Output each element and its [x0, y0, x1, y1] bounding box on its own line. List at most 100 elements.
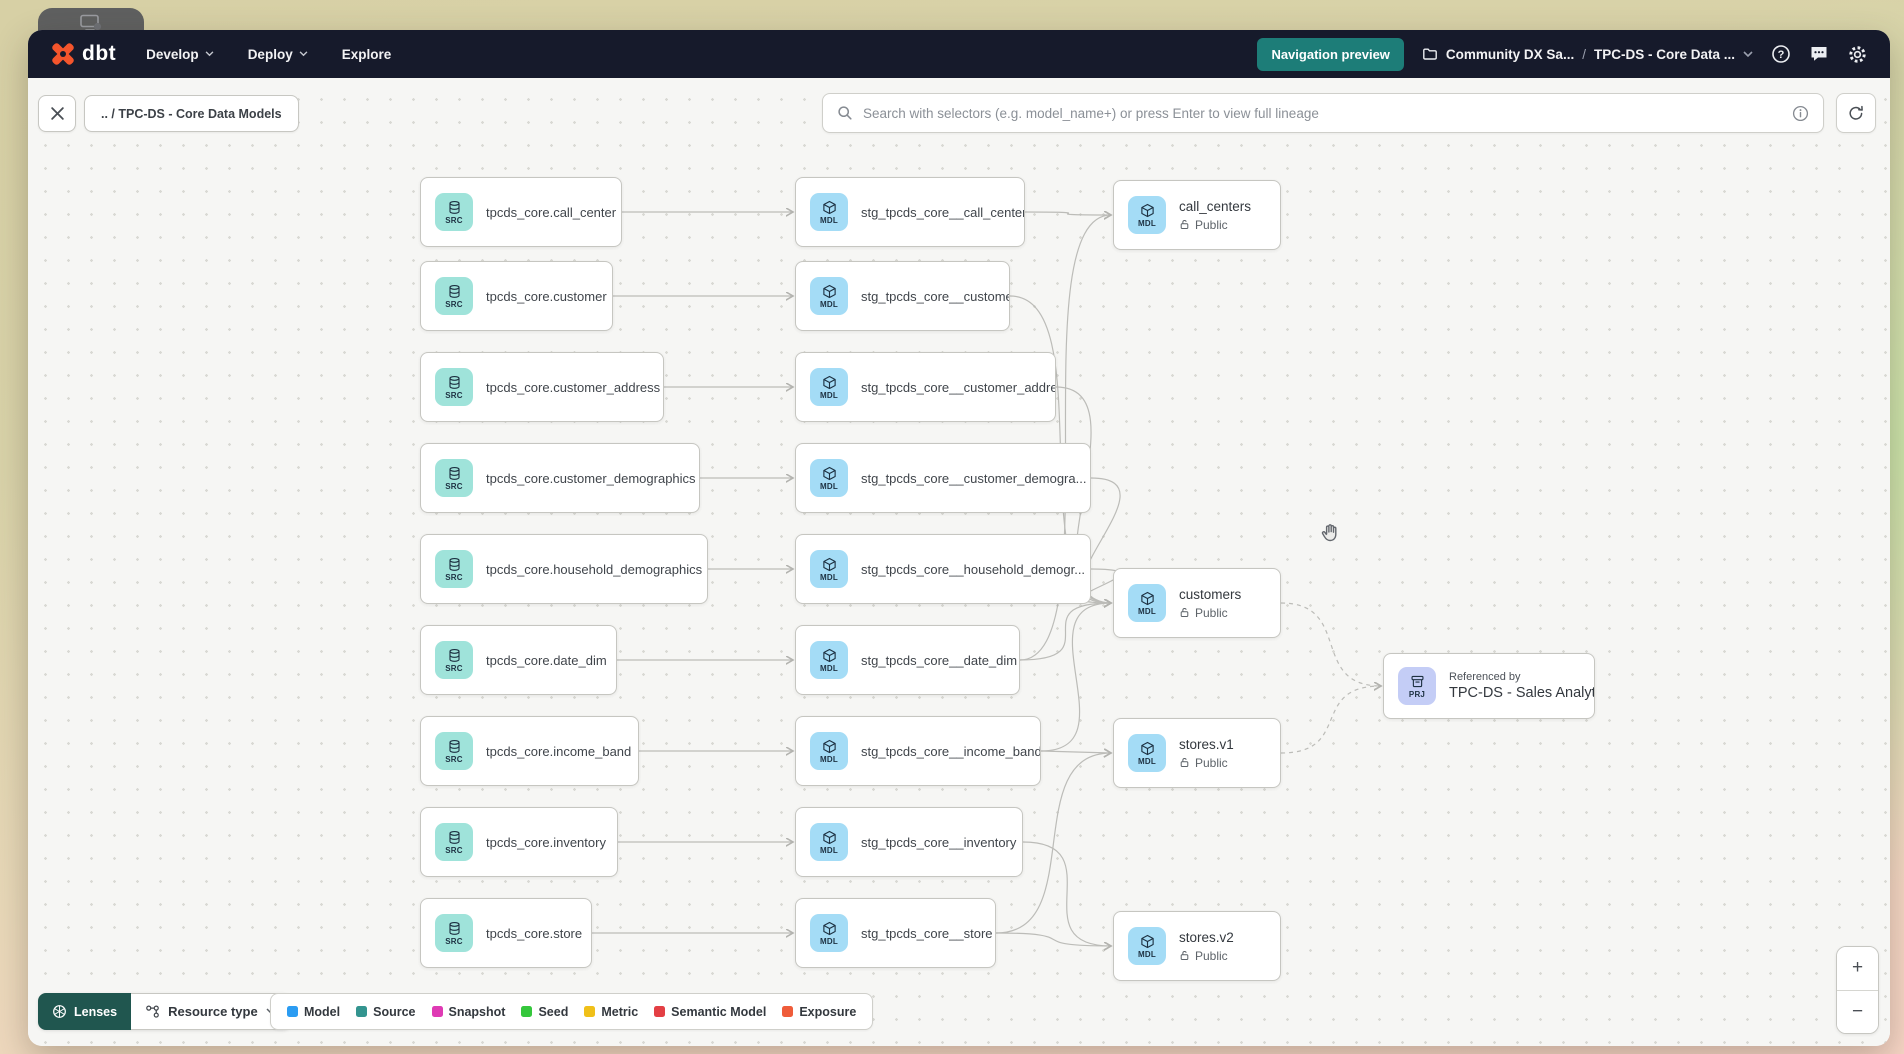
- node-type-label: MDL: [1138, 949, 1156, 959]
- public-lock-icon: [1180, 607, 1189, 618]
- node-label: stg_tpcds_core__customer_address: [861, 379, 1056, 395]
- graph-node-src_call_center[interactable]: SRC tpcds_core.call_center: [420, 177, 622, 247]
- resource-type-dropdown[interactable]: Resource type: [131, 993, 291, 1030]
- node-label: tpcds_core.call_center: [486, 204, 617, 220]
- menu-item-label: Deploy: [247, 46, 293, 62]
- cube-icon: [822, 557, 836, 571]
- info-icon[interactable]: [1792, 105, 1809, 122]
- resource-type-icon: [146, 1005, 159, 1018]
- node-type-label: MDL: [1138, 756, 1156, 766]
- legend-label: Snapshot: [448, 1004, 506, 1019]
- lineage-breadcrumb[interactable]: .. / TPC-DS - Core Data Models: [84, 95, 299, 132]
- public-lock-icon: [1180, 219, 1189, 230]
- node-label: stores.v2: [1179, 929, 1234, 945]
- node-type-badge: SRC: [435, 823, 473, 861]
- breadcrumb-project[interactable]: TPC-DS - Core Data ...: [1593, 46, 1735, 62]
- database-icon: [448, 739, 460, 753]
- menu-item-develop[interactable]: Develop: [146, 47, 214, 62]
- cube-icon: [822, 200, 836, 214]
- node-type-badge: MDL: [810, 732, 848, 770]
- legend-item-model: Model: [287, 1005, 340, 1019]
- public-lock-icon: [1180, 757, 1189, 768]
- legend-swatch: [287, 1006, 298, 1017]
- menu-item-explore[interactable]: Explore: [342, 47, 392, 62]
- close-icon: [50, 107, 64, 120]
- graph-node-stg_customer_demographics[interactable]: MDL stg_tpcds_core__customer_demogra...: [795, 443, 1091, 513]
- lenses-button[interactable]: Lenses: [38, 993, 132, 1030]
- edge-mart_customers-to-prj_sales_analytics: [1280, 602, 1381, 686]
- node-type-badge: MDL: [810, 459, 848, 497]
- navbar-right: Navigation preview Community DX Sa... / …: [1257, 37, 1868, 71]
- node-type-label: MDL: [820, 936, 838, 946]
- breadcrumb[interactable]: Community DX Sa... / TPC-DS - Core Data …: [1422, 46, 1753, 62]
- node-label: stg_tpcds_core__customer_demogra...: [861, 470, 1087, 486]
- node-label: stg_tpcds_core__customer: [861, 288, 1010, 304]
- feedback-button[interactable]: [1809, 44, 1829, 64]
- dbt-logo[interactable]: dbt: [50, 41, 116, 67]
- node-type-label: MDL: [820, 572, 838, 582]
- legend-item-source: Source: [356, 1005, 416, 1019]
- zoom-out-button[interactable]: −: [1837, 990, 1878, 1033]
- breadcrumb-account[interactable]: Community DX Sa...: [1445, 46, 1575, 62]
- close-lineage-button[interactable]: [38, 95, 76, 132]
- settings-button[interactable]: [1847, 44, 1868, 65]
- node-type-label: MDL: [820, 299, 838, 309]
- legend-swatch: [584, 1006, 596, 1017]
- search-input[interactable]: [863, 105, 1782, 121]
- node-type-label: SRC: [445, 299, 463, 309]
- node-label: tpcds_core.inventory: [486, 834, 606, 850]
- app-window: dbt Develop Deploy Explore Navigation prev…: [28, 30, 1890, 1046]
- menu-item-deploy[interactable]: Deploy: [248, 47, 308, 62]
- edge-stg_date_dim-to-mart_call_centers: [1019, 215, 1111, 661]
- node-label: tpcds_core.date_dim: [486, 652, 607, 668]
- search-bar: [822, 93, 1824, 133]
- help-button[interactable]: ?: [1771, 44, 1791, 64]
- search-icon: [838, 106, 852, 120]
- navbar-left: dbt Develop Deploy Explore: [50, 41, 391, 67]
- legend-item-metric: Metric: [584, 1005, 638, 1019]
- chat-bubble-icon: [1811, 47, 1827, 61]
- cube-icon: [822, 921, 836, 935]
- graph-node-stg_customer[interactable]: MDL stg_tpcds_core__customer: [795, 261, 1010, 331]
- node-label: customers: [1179, 586, 1242, 602]
- graph-node-src_inventory[interactable]: SRC tpcds_core.inventory: [420, 807, 618, 877]
- node-type-label: MDL: [820, 215, 838, 225]
- node-type-badge: MDL: [810, 193, 848, 231]
- archive-icon: [1411, 675, 1424, 687]
- lens-controls: Lenses Resource type: [38, 993, 291, 1030]
- lens-icon: [53, 1005, 66, 1018]
- database-icon: [448, 830, 460, 844]
- node-type-badge: SRC: [435, 459, 473, 497]
- zoom-in-button[interactable]: +: [1837, 947, 1878, 991]
- legend-item-seed: Seed: [521, 1005, 568, 1019]
- top-navbar: dbt Develop Deploy Explore Navigation prev…: [28, 30, 1890, 78]
- navigation-preview-button[interactable]: Navigation preview: [1257, 37, 1404, 71]
- cube-icon: [1140, 934, 1154, 948]
- dbt-logo-text: dbt: [82, 42, 117, 65]
- cube-icon: [822, 739, 836, 753]
- node-type-badge: SRC: [435, 193, 473, 231]
- node-label: call_centers: [1179, 198, 1252, 214]
- refresh-button[interactable]: [1836, 93, 1876, 133]
